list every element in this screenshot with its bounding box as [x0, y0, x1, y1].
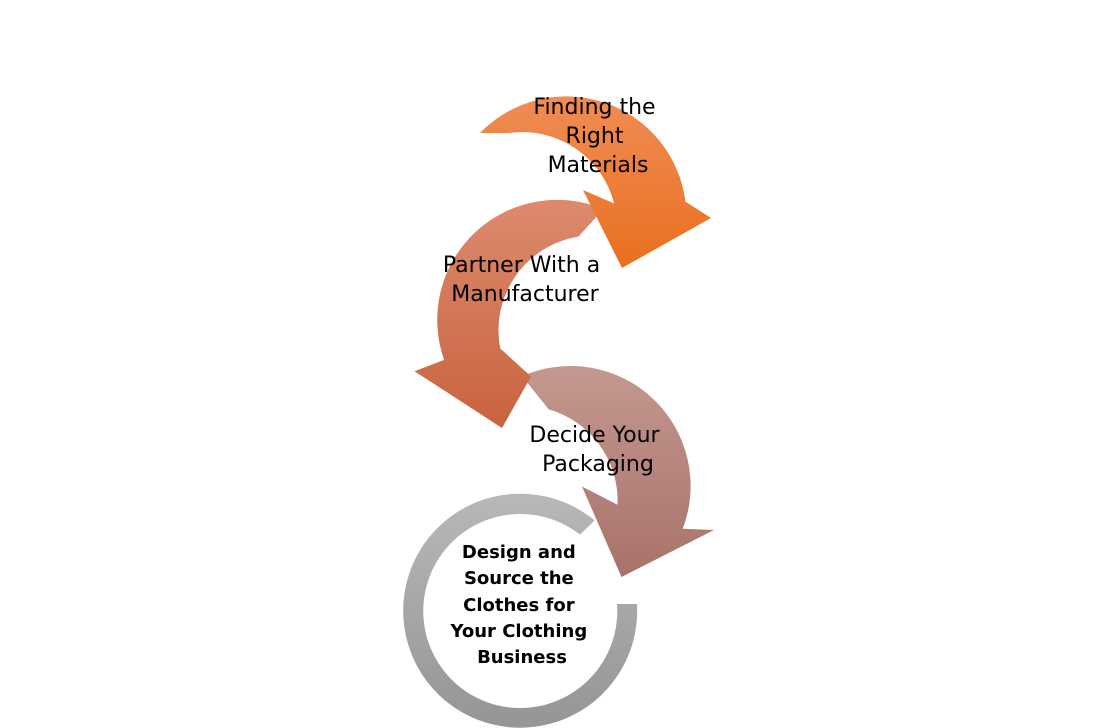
step-2-label: Partner With a Manufacturer [443, 253, 607, 307]
step-3-label: Decide Your Packaging [529, 423, 666, 477]
step-4-label: Design and Source the Clothes for Your C… [449, 542, 593, 668]
step-1-ring-arrow [480, 96, 711, 268]
step-3-ring-arrow [522, 365, 714, 577]
step-1-label: Finding the Right Materials [533, 95, 662, 178]
step-2-ring-arrow [414, 199, 604, 428]
